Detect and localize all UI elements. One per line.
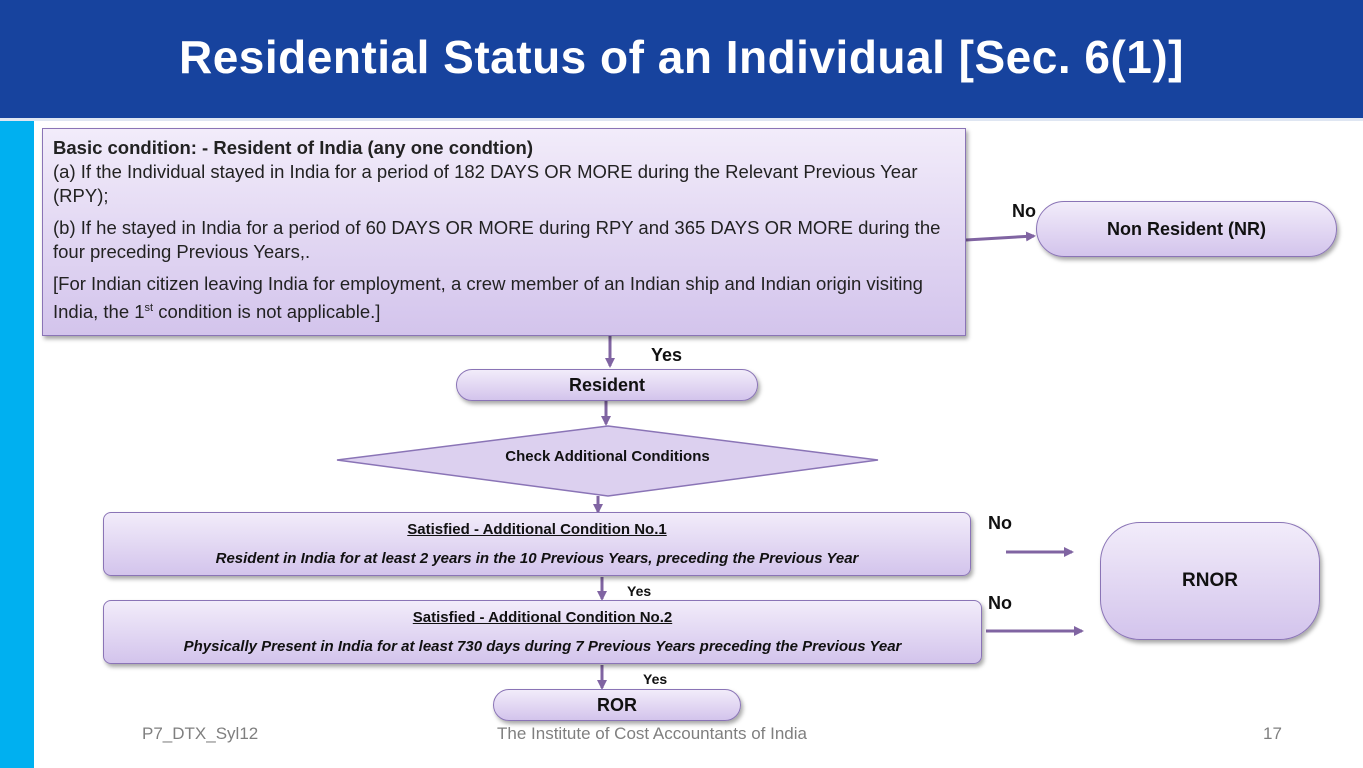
basic-condition-box: Basic condition: - Resident of India (an…	[42, 128, 966, 336]
yes-label-cond2: Yes	[643, 671, 668, 687]
rnor-node: RNOR	[1100, 522, 1320, 640]
yes-label-resident: Yes	[651, 345, 683, 365]
no-label-cond1: No	[988, 513, 1012, 533]
condition-1-title: Satisfied - Additional Condition No.1	[407, 521, 667, 538]
condition-a-text: (a) If the Individual stayed in India fo…	[53, 161, 918, 206]
header-divider	[0, 118, 1363, 121]
resident-node: Resident	[456, 369, 758, 401]
condition-1-text: Resident in India for at least 2 years i…	[215, 550, 859, 567]
rnor-label: RNOR	[1182, 570, 1238, 591]
basic-condition-heading: Basic condition: - Resident of India (an…	[53, 137, 533, 158]
page-number: 17	[1263, 724, 1282, 743]
arrow-to-nr	[965, 231, 1036, 242]
condition-2-title: Satisfied - Additional Condition No.2	[412, 609, 673, 626]
check-diamond	[336, 425, 879, 497]
exception-note-sup: st	[144, 302, 154, 314]
no-label-nr: No	[1012, 201, 1036, 221]
footer-left: P7_DTX_Syl12	[142, 724, 259, 743]
no-label-cond2: No	[988, 593, 1012, 613]
page-title: Residential Status of an Individual [Sec…	[178, 31, 1185, 83]
ror-node: ROR	[493, 689, 741, 721]
ror-label: ROR	[597, 694, 637, 715]
condition-b-text: (b) If he stayed in India for a period o…	[53, 217, 941, 262]
additional-condition-2-box: Satisfied - Additional Condition No.2 Ph…	[103, 600, 982, 664]
exception-note: [For Indian citizen leaving India for em…	[53, 272, 955, 324]
condition-2-text: Physically Present in India for at least…	[183, 638, 902, 655]
resident-label: Resident	[568, 374, 646, 395]
footer-center: The Institute of Cost Accountants of Ind…	[497, 724, 807, 743]
yes-label-cond1: Yes	[627, 583, 652, 599]
left-accent-strip	[0, 121, 34, 768]
exception-note-rest: condition is not applicable.]	[153, 301, 381, 323]
additional-condition-1-box: Satisfied - Additional Condition No.1 Re…	[103, 512, 971, 576]
check-additional-conditions-label: Check Additional Conditions	[505, 448, 710, 465]
header-bar: Residential Status of an Individual [Sec…	[0, 0, 1363, 118]
non-resident-node: Non Resident (NR)	[1036, 201, 1337, 257]
non-resident-label: Non Resident (NR)	[1107, 218, 1266, 239]
exception-note-text: [For Indian citizen leaving India for em…	[53, 273, 923, 323]
